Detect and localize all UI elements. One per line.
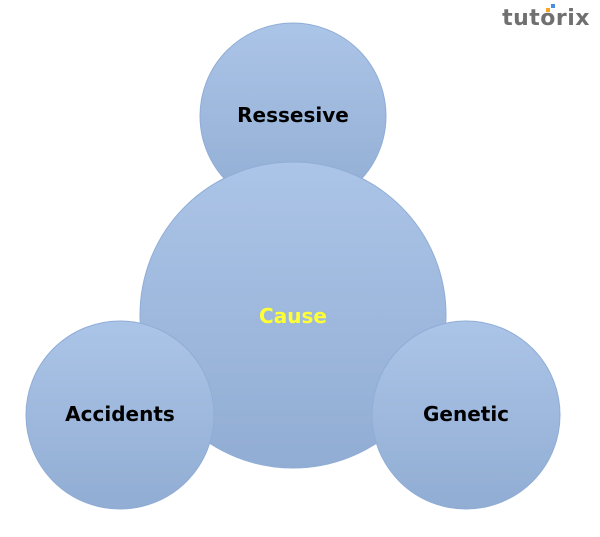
genetic-circle	[371, 320, 561, 510]
logo-dots-icon	[546, 4, 556, 12]
genetic-label: Genetic	[423, 402, 509, 426]
accidents-circle	[25, 320, 215, 510]
accidents-label: Accidents	[65, 402, 175, 426]
cause-label: Cause	[259, 304, 327, 328]
cause-circle	[139, 161, 447, 469]
ressesive-label: Ressesive	[237, 103, 349, 127]
tutorix-logo: tutorix	[502, 6, 590, 31]
